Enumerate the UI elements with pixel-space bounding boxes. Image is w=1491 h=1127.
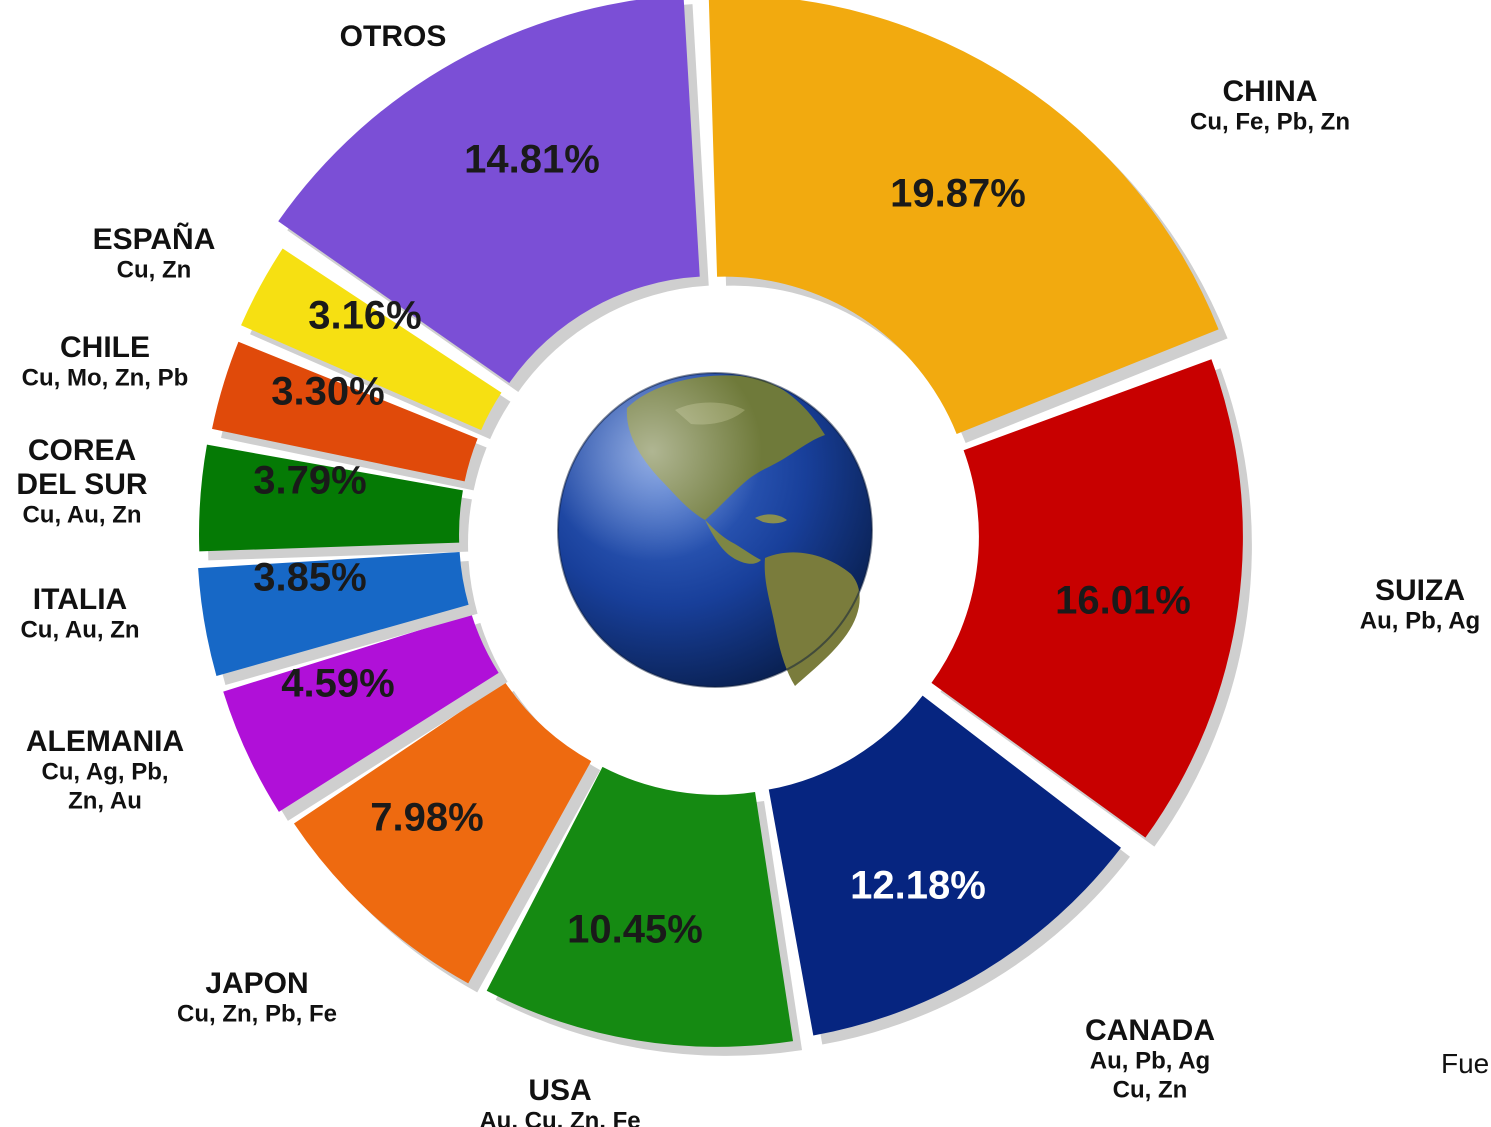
legend-label: SUIZA	[1375, 574, 1465, 607]
slice-italia	[198, 552, 469, 676]
legend-label: CHILE	[60, 331, 150, 364]
minerals-label: Cu, Au, Zn	[22, 501, 141, 528]
slice-otros	[278, 0, 700, 383]
minerals-label: Cu, Au, Zn	[20, 616, 139, 643]
legend-label: ITALIA	[33, 583, 127, 616]
slice-usa	[486, 766, 794, 1047]
minerals-label: Zn, Au	[68, 787, 142, 814]
slice-espa-a	[241, 248, 502, 431]
slice-japon	[293, 681, 592, 984]
legend-label: DEL SUR	[16, 468, 147, 501]
data-label: 10.45%	[567, 908, 703, 952]
slices-layer	[198, 0, 1252, 1056]
slice-canada	[768, 695, 1121, 1036]
data-label: 14.81%	[464, 138, 600, 182]
minerals-label: Cu, Ag, Pb,	[41, 758, 168, 785]
slice-alemania	[223, 613, 499, 812]
minerals-label: Cu, Zn, Pb, Fe	[177, 1000, 337, 1027]
data-label: 19.87%	[890, 172, 1026, 216]
data-label: 3.85%	[253, 556, 366, 600]
data-label: 3.79%	[253, 459, 366, 503]
legend-label: CHINA	[1223, 75, 1318, 108]
data-label: 3.30%	[271, 370, 384, 414]
minerals-label: Cu, Mo, Zn, Pb	[22, 364, 189, 391]
minerals-label: Cu, Fe, Pb, Zn	[1190, 108, 1350, 135]
minerals-label: Au, Pb, Ag	[1360, 607, 1480, 634]
legend-label: CANADA	[1085, 1014, 1215, 1047]
data-label: 7.98%	[370, 796, 483, 840]
data-label: 12.18%	[850, 864, 986, 908]
data-label: 16.01%	[1055, 579, 1191, 623]
globe-icon	[557, 372, 873, 688]
legend-label: COREA	[28, 434, 136, 467]
slice-suiza	[931, 359, 1243, 838]
legend-label: ALEMANIA	[26, 725, 184, 758]
minerals-label: Au, Pb, Ag	[1090, 1047, 1210, 1074]
data-label: 4.59%	[281, 662, 394, 706]
data-label: 3.16%	[308, 294, 421, 338]
legend-label: USA	[528, 1074, 591, 1107]
slice-china	[708, 0, 1219, 434]
source-note: Fue	[1441, 1048, 1490, 1079]
legend-label: OTROS	[340, 20, 447, 53]
minerals-label: Cu, Zn	[1113, 1076, 1188, 1103]
legend-label: JAPON	[205, 967, 308, 1000]
slice-chile	[212, 341, 478, 482]
minerals-label: Au, Cu, Zn, Fe	[479, 1107, 640, 1127]
minerals-label: Cu, Zn	[117, 256, 192, 283]
legend-label: ESPAÑA	[93, 222, 216, 256]
slice-corea-del-sur	[199, 444, 463, 552]
